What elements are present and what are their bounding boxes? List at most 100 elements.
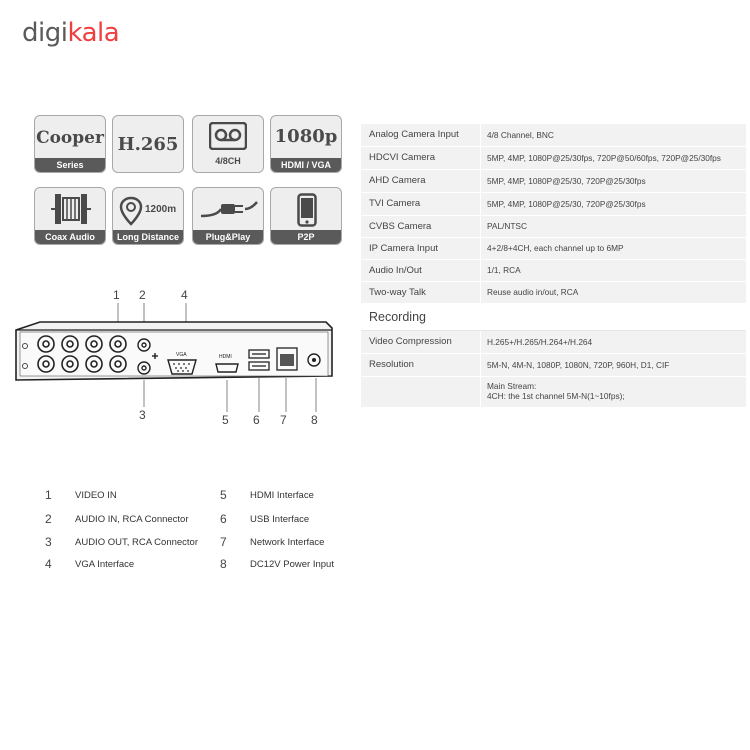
legend-text: VGA Interface [75, 559, 135, 570]
hdmi-port [215, 363, 239, 373]
tile-coax-audio-label: Coax Audio [35, 230, 105, 244]
tile-h265-title: H.265 [117, 134, 179, 155]
coax-audio-icon [51, 194, 91, 224]
legend-text: AUDIO IN, RCA Connector [75, 514, 189, 525]
main-stream-detail: 4CH: the 1st channel 5M-N(1~10fps); [487, 391, 625, 401]
legend-number: 5 [220, 488, 227, 502]
legend-number: 6 [220, 512, 227, 526]
spec-value: 1/1, RCA [480, 260, 746, 281]
callout-4: 4 [181, 288, 188, 302]
main-stream-label: Main Stream: [487, 381, 537, 391]
spec-row: TVI Camera 5MP, 4MP, 1080P@25/30, 720P@25… [361, 193, 746, 216]
spec-row: Audio In/Out 1/1, RCA [361, 260, 746, 282]
tile-cooper-label: Series [35, 158, 105, 172]
callout-8: 8 [311, 413, 318, 427]
callout-5: 5 [222, 413, 229, 427]
tile-coax-audio: Coax Audio [34, 187, 106, 245]
spec-key: Two-way Talk [369, 287, 426, 298]
spec-value: 5MP, 4MP, 1080P@25/30, 720P@25/30fps [480, 193, 746, 215]
callout-2: 2 [139, 288, 146, 302]
legend-text: Network Interface [250, 537, 325, 548]
tile-1080p-label: HDMI / VGA [271, 158, 341, 172]
vga-port-label: VGA [176, 352, 187, 358]
smartphone-icon [297, 193, 317, 227]
spec-value: H.265+/H.265/H.264+/H.264 [480, 331, 746, 353]
spec-row: Resolution 5M-N, 4M-N, 1080P, 1080N, 720P… [361, 354, 746, 377]
spec-row: Two-way Talk Reuse audio in/out, RCA [361, 282, 746, 304]
spec-row: HDCVI Camera 5MP, 4MP, 1080P@25/30fps, 72… [361, 147, 746, 170]
network-port [276, 347, 298, 371]
digikala-logo[interactable]: digikala [22, 18, 120, 48]
spec-key: Video Compression [369, 336, 452, 347]
callout-1: 1 [113, 288, 120, 302]
spec-key: Audio In/Out [369, 265, 422, 276]
spec-value: 4+2/8+4CH, each channel up to 6MP [480, 238, 746, 259]
legend-text: VIDEO IN [75, 490, 117, 501]
hdmi-port-label: HDMI [219, 354, 232, 360]
location-pin-icon [119, 196, 143, 226]
callout-6: 6 [253, 413, 260, 427]
tile-channels-label: 4/8CH [215, 156, 241, 166]
legend-number: 7 [220, 535, 227, 549]
legend-text: AUDIO OUT, RCA Connector [75, 537, 199, 548]
spec-key: CVBS Camera [369, 221, 432, 232]
spec-value: 5MP, 4MP, 1080P@25/30fps, 720P@50/60fps,… [480, 147, 746, 169]
dc-power-port [307, 353, 321, 367]
spec-value: 5MP, 4MP, 1080P@25/30, 720P@25/30fps [480, 170, 746, 192]
spec-value: Reuse audio in/out, RCA [480, 282, 746, 303]
logo-part-2: kala [67, 18, 120, 48]
spec-key [361, 377, 480, 407]
spec-row: Main Stream: 4CH: the 1st channel 5M-N(1… [361, 377, 746, 408]
spec-value: 5M-N, 4M-N, 1080P, 1080N, 720P, 960H, D1… [480, 354, 746, 376]
tile-long-distance-value: 1200m [145, 204, 177, 215]
usb-ports [248, 349, 270, 371]
spec-row: AHD Camera 5MP, 4MP, 1080P@25/30, 720P@25… [361, 170, 746, 193]
tile-long-distance-label: Long Distance [113, 230, 183, 244]
spec-value: Main Stream: 4CH: the 1st channel 5M-N(1… [480, 377, 746, 407]
feature-tiles: Cooper Series H.265 4/8CH 1080p HDMI / V… [34, 115, 342, 247]
tile-1080p-title: 1080p [274, 126, 338, 147]
spec-key: HDCVI Camera [369, 152, 435, 163]
spec-value: 4/8 Channel, BNC [480, 124, 746, 146]
plug-icon [200, 201, 258, 218]
tile-1080p: 1080p HDMI / VGA [270, 115, 342, 173]
legend-number: 2 [45, 512, 52, 526]
vga-port [167, 359, 197, 375]
spec-key: Resolution [369, 359, 414, 370]
tile-long-distance: 1200m Long Distance [112, 187, 184, 245]
bnc-video-inputs [37, 335, 127, 373]
tile-p2p: P2P [270, 187, 342, 245]
tile-p2p-label: P2P [271, 230, 341, 244]
dvr-rear-panel: VGA HDMI [15, 303, 333, 412]
spec-key: TVI Camera [369, 198, 421, 209]
legend-text: USB Interface [250, 514, 310, 525]
cassette-icon [209, 122, 247, 150]
legend-number: 1 [45, 488, 52, 502]
callout-7: 7 [280, 413, 287, 427]
spec-row: Video Compression H.265+/H.265/H.264+/H.2… [361, 331, 746, 354]
legend-text: HDMI Interface [250, 490, 314, 501]
tile-h265: H.265 [112, 115, 184, 173]
spec-row: CVBS Camera PAL/NTSC [361, 216, 746, 238]
tile-plug-and-play-label: Plug&Play [193, 230, 263, 244]
spec-row: IP Camera Input 4+2/8+4CH, each channel u… [361, 238, 746, 260]
legend-number: 4 [45, 557, 52, 571]
callout-3: 3 [139, 408, 146, 422]
dvr-rear-panel-diagram: 1 2 3 4 5 6 7 8 [0, 282, 350, 432]
legend-number: 8 [220, 557, 227, 571]
tile-cooper-title: Cooper [36, 128, 104, 148]
legend-number: 3 [45, 535, 52, 549]
spec-key: IP Camera Input [369, 243, 439, 254]
tile-cooper-series: Cooper Series [34, 115, 106, 173]
section-heading-recording: Recording [361, 304, 746, 331]
tile-channels: 4/8CH [192, 115, 264, 173]
legend-text: DC12V Power Input [250, 559, 334, 570]
spec-key: AHD Camera [369, 175, 426, 186]
tile-plug-and-play: Plug&Play [192, 187, 264, 245]
spec-value: PAL/NTSC [480, 216, 746, 237]
rca-audio-ports [137, 338, 158, 375]
logo-part-1: digi [22, 18, 68, 48]
port-legend: 1 VIDEO IN 2 AUDIO IN, RCA Connector 3 AUDI… [45, 488, 365, 578]
